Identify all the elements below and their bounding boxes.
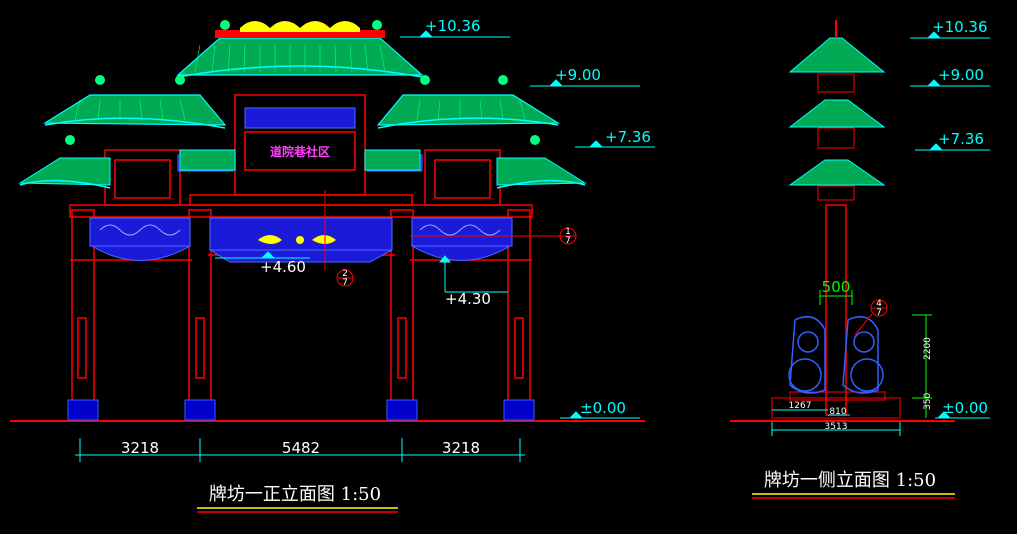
front-level-markers [215, 30, 655, 419]
side-level-1036: +10.36 [932, 18, 988, 36]
front-callout-2-num: 2 [342, 269, 348, 279]
side-dim-350: 350 [923, 393, 933, 410]
front-dim-right: 3218 [442, 439, 480, 457]
front-lower-roofs [18, 149, 587, 189]
side-drum-stones [788, 315, 884, 394]
front-callout-2 [324, 190, 354, 287]
side-bottom-dims [771, 409, 901, 436]
side-dim-1267: 1267 [789, 401, 812, 411]
front-sign-text: 道院巷社区 [270, 144, 330, 159]
front-friezes [89, 217, 513, 263]
front-dim-left: 3218 [121, 439, 159, 457]
side-dim-2200: 2200 [923, 337, 933, 360]
front-callout-2-den: 7 [342, 278, 348, 288]
side-callout-num: 4 [876, 299, 882, 309]
front-level-900: +9.00 [555, 66, 601, 84]
front-level-736: +7.36 [605, 128, 651, 146]
side-callout-den: 7 [876, 308, 882, 318]
front-top-roof [176, 30, 424, 78]
front-callout-1 [410, 227, 577, 245]
side-dim-3513: 3513 [825, 422, 848, 432]
front-roof-ribs [74, 44, 526, 121]
front-elevation: 道院巷社区 [10, 17, 655, 513]
front-dim-center: 5482 [282, 439, 320, 457]
front-frieze-pattern [99, 224, 501, 236]
front-ridge-ornaments [65, 20, 540, 145]
front-level-460: +4.60 [260, 258, 306, 276]
side-dim-lines [819, 290, 932, 418]
front-column-bases [67, 399, 535, 421]
front-dragon-ornament [258, 235, 336, 244]
side-base [771, 391, 901, 419]
front-callout-1-num: 1 [565, 227, 571, 237]
side-elevation: +10.36 +9.00 +7.36 ±0.00 500 2200 350 12… [730, 18, 990, 499]
front-callout-1-den: 7 [565, 236, 571, 246]
side-level-736: +7.36 [938, 130, 984, 148]
front-view-title: 牌坊一正立面图 1:50 [209, 484, 381, 505]
front-level-1036: +10.36 [425, 17, 481, 35]
front-dimension-line [75, 438, 525, 462]
front-level-000: ±0.00 [580, 399, 626, 417]
front-level-430: +4.30 [445, 290, 491, 308]
side-callout [854, 299, 888, 336]
side-dim-500: 500 [822, 278, 851, 296]
side-view-title: 牌坊一侧立面图 1:50 [764, 470, 936, 491]
side-level-900: +9.00 [938, 66, 984, 84]
side-level-markers [910, 31, 990, 419]
front-middle-roofs [42, 94, 561, 129]
side-roofs [788, 20, 886, 201]
side-dim-810: 810 [829, 407, 846, 417]
side-level-000: ±0.00 [942, 399, 988, 417]
